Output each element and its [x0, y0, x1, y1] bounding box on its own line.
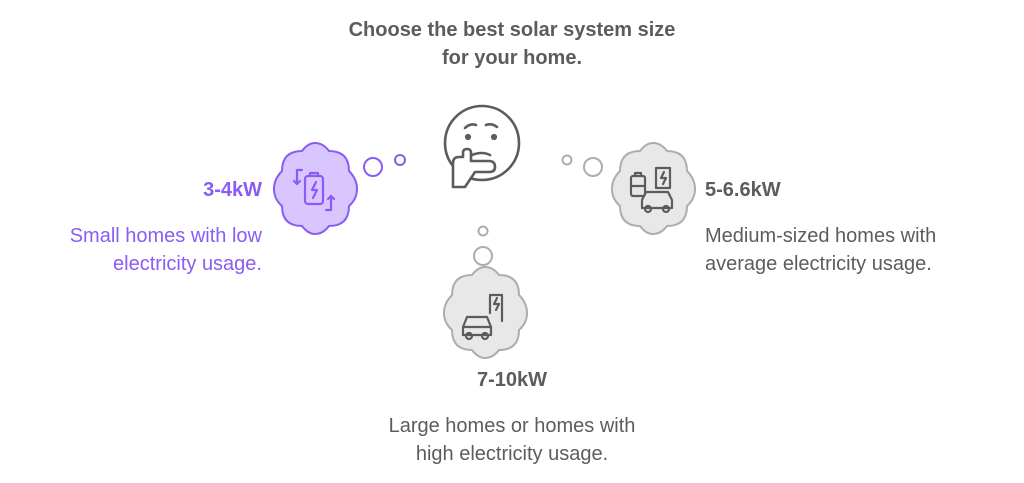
car-charger-icon — [461, 293, 504, 341]
option-medium-desc-line-1: Medium-sized homes with — [705, 225, 937, 247]
option-large-size: 7-10kW — [476, 369, 548, 391]
thought-dots-left — [363, 154, 406, 177]
option-large-desc-line-2: high electricity usage. — [415, 443, 609, 465]
cloud-large-system[interactable] — [442, 265, 529, 360]
cloud-small-system[interactable] — [272, 141, 359, 236]
option-medium-size: 5-6.6kW — [705, 179, 781, 201]
cloud-medium-system[interactable] — [610, 141, 697, 236]
ev-charging-station-icon — [629, 166, 674, 214]
thinking-face-icon — [443, 104, 521, 189]
thought-dots-bottom — [473, 225, 493, 266]
diagram-title: Choose the best solar system size for yo… — [262, 16, 762, 72]
option-large-description: Large homes or homes with high electrici… — [280, 412, 744, 468]
option-small-description: Small homes with low electricity usage. — [70, 222, 262, 278]
option-medium-desc-line-2: average electricity usage. — [705, 253, 932, 275]
option-large-desc-line-1: Large homes or homes with — [388, 415, 636, 437]
title-line-2: for your home. — [441, 47, 582, 69]
option-medium-description: Medium-sized homes with average electric… — [705, 222, 936, 278]
option-small-desc-line-2: electricity usage. — [113, 253, 262, 275]
battery-charging-icon — [292, 168, 336, 212]
title-line-1: Choose the best solar system size — [348, 19, 676, 41]
thought-dots-right — [561, 154, 603, 177]
option-small-desc-line-1: Small homes with low — [69, 225, 262, 247]
option-small-size: 3-4kW — [203, 179, 262, 201]
